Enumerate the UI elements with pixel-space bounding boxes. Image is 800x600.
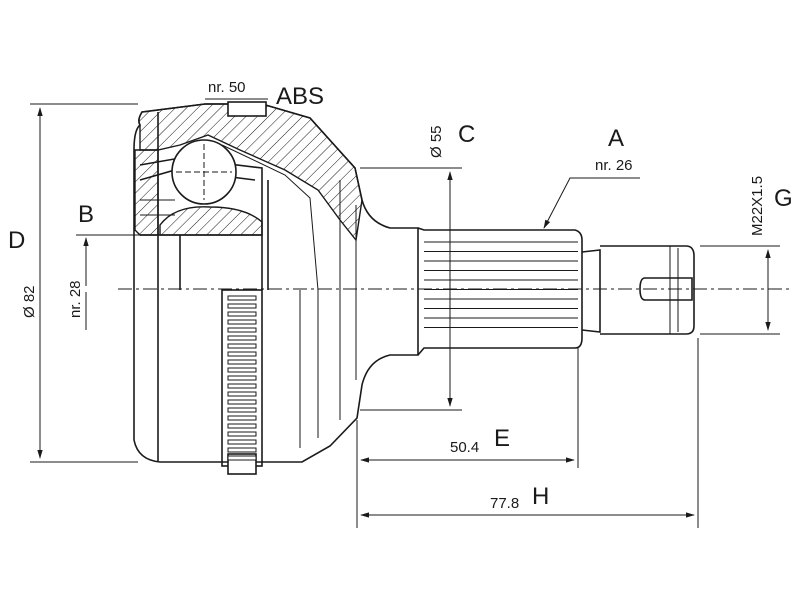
letter-g: G: [774, 185, 793, 212]
abs-tooth: [227, 407, 257, 413]
abs-tooth: [227, 375, 257, 381]
abs-tooth: [227, 335, 257, 341]
dimension-h: [360, 338, 699, 528]
g-value: M22X1.5: [749, 176, 766, 236]
dimension-b: [76, 234, 140, 330]
abs-tooth: [227, 311, 257, 317]
abs-tooth: [227, 303, 257, 309]
threaded-stub: [600, 245, 695, 335]
thread-neck: [581, 249, 601, 333]
ball-element: [171, 139, 237, 205]
abs-tooth: [227, 455, 257, 461]
abs-tooth: [227, 351, 257, 357]
letter-e: E: [494, 425, 510, 452]
abs-tooth: [227, 327, 257, 333]
abs-tooth: [227, 431, 257, 437]
spline-shaft: [417, 227, 583, 356]
dimension-d: [30, 103, 138, 463]
abs-tooth: [227, 295, 257, 301]
abs-tooth: [227, 343, 257, 349]
leader-a: [543, 177, 640, 229]
dimension-e: [356, 348, 579, 528]
letter-h: H: [532, 483, 549, 510]
abs-tooth: [227, 447, 257, 453]
abs-tooth: [227, 391, 257, 397]
abs-tooth: [227, 439, 257, 445]
h-value: 77.8: [490, 495, 519, 512]
dimension-g: [700, 245, 780, 335]
dimension-c: [360, 167, 462, 411]
b-splines-label: nr. 28: [67, 280, 84, 318]
abs-tooth: [227, 367, 257, 373]
letter-b: B: [78, 201, 94, 228]
letter-c: C: [458, 121, 475, 148]
abs-ring: [221, 289, 263, 475]
d-value: Ø 82: [21, 285, 38, 318]
a-splines-label: nr. 26: [595, 157, 633, 174]
abs-tooth: [227, 423, 257, 429]
letter-d: D: [8, 227, 25, 254]
abs-tooth: [227, 319, 257, 325]
housing-section-hatch: [134, 103, 363, 242]
abs-tooth: [227, 383, 257, 389]
abs-teeth-label: nr. 50: [208, 79, 246, 96]
abs-tooth: [227, 415, 257, 421]
abs-ring-top: [227, 101, 267, 117]
e-value: 50.4: [450, 439, 479, 456]
abs-tooth: [227, 359, 257, 365]
letter-a: A: [608, 125, 624, 152]
c-value: Ø 55: [428, 125, 445, 158]
abs-tooth: [227, 399, 257, 405]
abs-label: ABS: [276, 83, 324, 110]
